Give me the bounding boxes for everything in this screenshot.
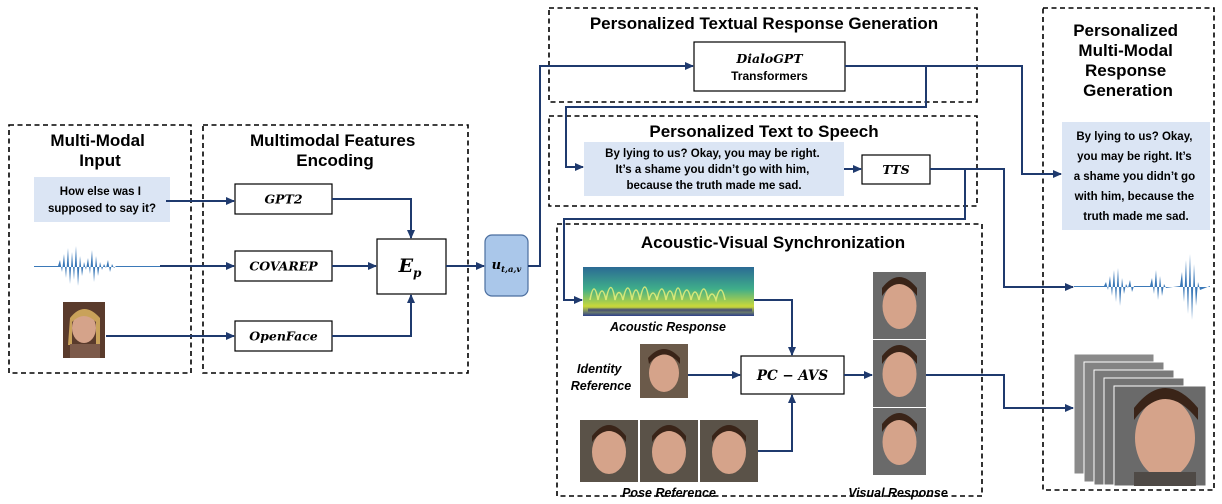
dialogpt-label: DialoGPT <box>735 51 804 66</box>
output-utterance-text: By lying to us? Okay, you may be right. … <box>1074 131 1199 223</box>
response-utterance-text: By lying to us? Okay, you may be right. … <box>605 148 823 192</box>
visual-response-images <box>873 272 926 475</box>
visual-response-caption: Visual Response <box>848 486 948 500</box>
wire-pose-to-pcavs <box>758 394 796 452</box>
acoustic-response-caption: Acoustic Response <box>609 320 726 334</box>
wire-tts-to-output-audio <box>930 168 1074 291</box>
output-waveform-icon <box>1074 254 1210 320</box>
pcavs-label: PC − AVS <box>756 368 829 384</box>
input-utterance-text: How else was I supposed to say it? <box>48 186 156 215</box>
tts-module <box>861 154 931 185</box>
wire-visual-to-output-frames <box>926 374 1074 412</box>
wire-openface-to-ep <box>332 294 415 337</box>
tts-section-title: Personalized Text to Speech <box>649 122 878 141</box>
connectors <box>106 62 1074 452</box>
pose-reference-caption: Pose Reference <box>622 486 716 500</box>
output-video-frames <box>1073 353 1207 487</box>
textual-section-title: Personalized Textual Response Generation <box>590 14 938 33</box>
wire-spectrogram-to-pcavs <box>754 299 796 356</box>
dialogpt-module <box>693 41 846 92</box>
response-text-bubble <box>584 142 844 196</box>
output-text-bubble <box>1062 122 1210 230</box>
avs-section-title: Acoustic-Visual Synchronization <box>641 233 905 252</box>
output-section-frame <box>1042 7 1215 491</box>
input-section-title: Multi-Modal Input <box>50 131 149 170</box>
encoding-section-frame <box>202 124 469 374</box>
encoding-section-title: Multimodal Features Encoding <box>250 131 420 170</box>
openface-label: OpenFace <box>249 329 318 344</box>
covarep-label: COVAREP <box>249 259 318 274</box>
gpt2-label: GPT2 <box>264 192 302 207</box>
input-text-bubble <box>34 177 170 222</box>
pose-reference-images <box>580 420 758 482</box>
ep-label: Ep <box>398 255 422 280</box>
tts-section-frame <box>548 115 978 207</box>
avs-section-frame <box>556 223 983 497</box>
spectrogram-image <box>583 267 754 316</box>
wire-utav-to-dialogpt <box>528 62 694 267</box>
pcavs-module <box>740 355 845 395</box>
input-section-frame <box>8 124 192 374</box>
utav-label: ut,a,v <box>492 258 523 275</box>
identity-reference-caption: Identity Reference <box>571 362 631 393</box>
output-section-title: Personalized Multi-Modal Response Genera… <box>1073 21 1183 100</box>
wire-dialogpt-to-output-text <box>845 65 1062 178</box>
transformers-label: Transformers <box>731 69 808 83</box>
tts-label: TTS <box>882 162 909 177</box>
waveform-icon <box>34 246 165 286</box>
identity-face-image <box>640 344 688 398</box>
face-image <box>63 302 105 358</box>
textual-section-frame <box>548 7 978 103</box>
wire-gpt2-to-ep <box>332 198 415 239</box>
